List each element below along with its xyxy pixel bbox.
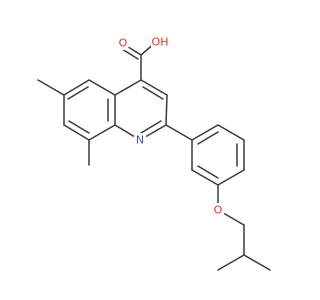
bond-phenyl-1-2 (191, 124, 219, 141)
bond-carboxyl-o-double-b (121, 48, 139, 60)
bond-c7-c8-inner (68, 120, 90, 134)
bond-c6-methyl (37, 79, 65, 96)
bond-c4-c3 (140, 79, 168, 96)
atom-label-oh: OH (152, 36, 169, 49)
bond-c7-c8 (63, 124, 90, 141)
bond-ch-methyl-a (217, 254, 245, 271)
bond-c8-c8a (88, 124, 116, 141)
atom-label-layer: O OH N O (116, 35, 225, 217)
atom-label-o: O (119, 37, 128, 50)
bond-phenyl-2-3 (217, 124, 245, 141)
bond-phenyl-4-5 (217, 169, 245, 186)
bond-layer (37, 41, 271, 271)
atom-ring-nitrogen: N (133, 133, 147, 147)
bond-c5-c6 (63, 79, 90, 96)
bond-ch-methyl-b (243, 254, 271, 271)
bond-c2-phenyl (165, 124, 193, 141)
bond-c3-c2 (165, 94, 168, 126)
bond-phenyl-5-6-inner (197, 165, 219, 179)
atom-label-n: N (136, 134, 144, 147)
atom-carboxyl-oh: OH (151, 35, 169, 49)
bond-c5-c6-inner (67, 86, 89, 100)
atom-carboxyl-o-double: O (116, 36, 130, 50)
atom-label-ether-o: O (214, 204, 223, 217)
bond-c4-c3-inner (142, 86, 164, 100)
bond-c4a-c4 (114, 79, 142, 96)
bond-phenyl-5-6 (191, 169, 219, 186)
molecule-structure: O OH N O (37, 35, 271, 271)
bond-c2-n-inner (140, 120, 162, 134)
bond-c4a-c5 (88, 79, 116, 96)
bond-phenyl-1-2-inner (197, 131, 219, 145)
atom-ether-oxygen: O (211, 203, 225, 217)
